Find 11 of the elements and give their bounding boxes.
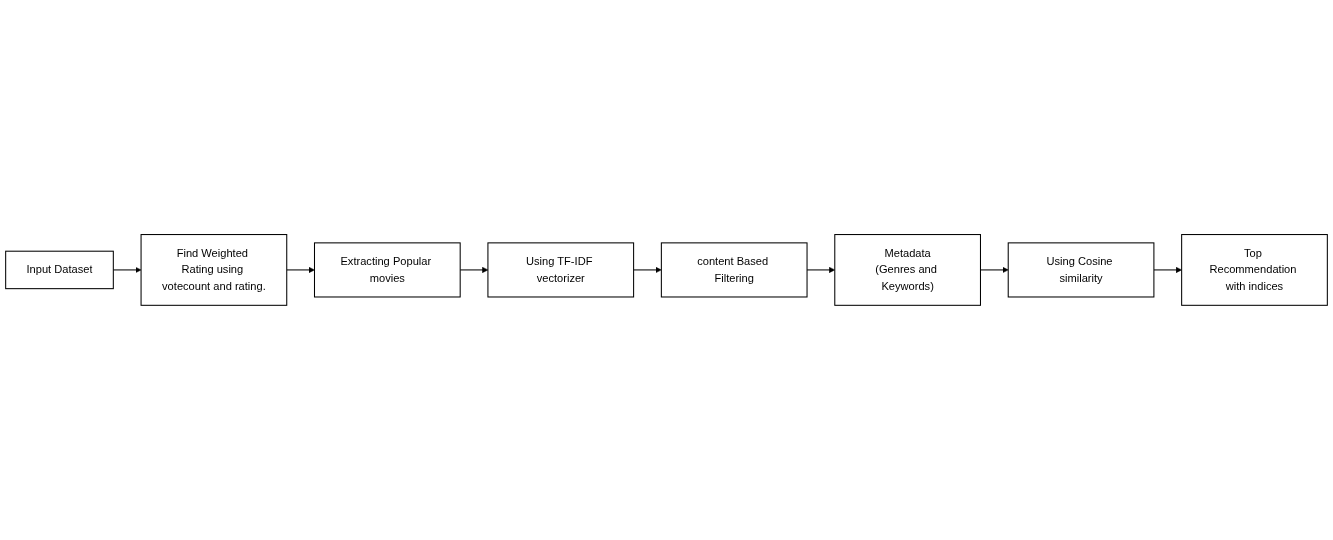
arrow [633,266,662,274]
node-box: Using TF-IDF vectorizer [487,242,635,298]
node-box: Extracting Popular movies [313,242,461,298]
node-box: Top Recommendation with indices [1181,234,1328,306]
node-box: Input Dataset [5,250,114,290]
node-box: Using Cosine similarity [1007,242,1155,298]
node-box: content Based Filtering [660,242,808,298]
arrow [286,266,315,274]
arrow [1153,266,1182,274]
node-box: Metadata (Genres and Keywords) [834,234,981,306]
node-box: Find Weighted Rating using votecount and rating. [140,234,288,306]
